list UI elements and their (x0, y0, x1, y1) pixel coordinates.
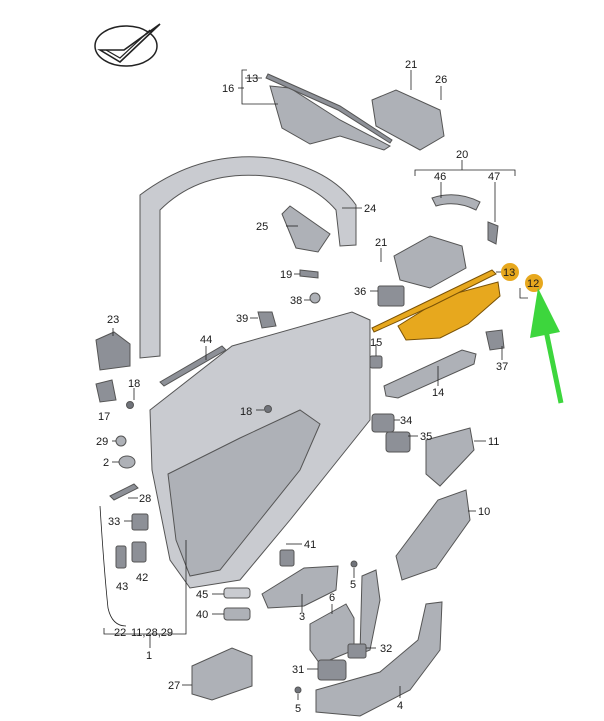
label-37: 37 (496, 361, 508, 373)
label-2: 2 (103, 457, 109, 469)
label-6: 6 (329, 592, 335, 604)
label-29: 29 (96, 436, 108, 448)
part-43-switch (115, 545, 127, 569)
part-19-screw (299, 269, 319, 279)
part-22-cable (99, 505, 127, 627)
part-28-strip (109, 483, 139, 501)
part-3-pocket (261, 565, 339, 609)
label-38: 38 (290, 295, 302, 307)
label-36: 36 (354, 286, 366, 298)
label-33: 33 (108, 516, 120, 528)
label-47: 47 (488, 171, 500, 183)
leader-lines (103, 69, 528, 700)
part-4-armrest (315, 601, 443, 717)
part-18-screw-a (126, 401, 134, 409)
highlight-circle-13 (501, 263, 519, 281)
label-39: 39 (236, 313, 248, 325)
part-33-switch (131, 513, 149, 531)
label-4: 4 (397, 700, 403, 712)
label-19: 19 (280, 269, 292, 281)
part-27-module (191, 647, 253, 701)
part-5-screw-b (294, 686, 302, 694)
label-13a: 13 (246, 73, 258, 85)
part-37-cap (485, 329, 505, 351)
part-2-clip (118, 455, 136, 469)
part-31-switch (317, 659, 347, 681)
part-5-screw-a (350, 560, 358, 568)
label-15: 15 (370, 337, 382, 349)
part-11-grille (425, 427, 475, 487)
label-44: 44 (200, 334, 212, 346)
label-24: 24 (364, 203, 376, 215)
label-27: 27 (168, 680, 180, 692)
label-34: 34 (400, 415, 412, 427)
part-armrest-strip (359, 569, 381, 655)
part-32-switch (347, 643, 367, 659)
part-25-bracket (281, 205, 331, 253)
label-25: 25 (256, 221, 268, 233)
part-29-cap (115, 435, 127, 447)
part-16-window-trim (269, 85, 391, 151)
label-23: 23 (107, 314, 119, 326)
part-41-clip (279, 549, 295, 567)
label-31: 31 (292, 664, 304, 676)
part-47-clip (487, 221, 499, 245)
part-14-strip (383, 349, 477, 399)
label-45: 45 (196, 589, 208, 601)
label-32: 32 (380, 643, 392, 655)
part-40-trim (223, 607, 251, 621)
label-12: 12 (527, 278, 539, 290)
part-bracket-mid (393, 235, 467, 289)
label-35: 35 (420, 431, 432, 443)
green-arrow-icon (530, 288, 564, 404)
label-21a: 21 (405, 59, 417, 71)
label-40: 40 (196, 609, 208, 621)
part-34-switch (371, 413, 395, 433)
label-5b: 5 (295, 703, 301, 715)
label-22-sub: 11,28,29 (131, 627, 173, 639)
part-bracket-top (371, 89, 445, 151)
part-15-clip (369, 355, 383, 369)
label-26: 26 (435, 74, 447, 86)
label-20: 20 (456, 149, 468, 161)
label-22: 22 (114, 627, 126, 639)
label-28: 28 (139, 493, 151, 505)
part-46-handle (431, 194, 481, 211)
part-45-trim (223, 587, 251, 599)
label-3: 3 (299, 611, 305, 623)
label-21b: 21 (375, 237, 387, 249)
label-46: 46 (434, 171, 446, 183)
part-13-strip-highlight (371, 269, 497, 333)
highlight-circle-12 (525, 274, 543, 292)
part-17-bracket (95, 379, 117, 403)
label-14: 14 (432, 387, 444, 399)
label-11: 11 (488, 436, 499, 448)
label-18b: 18 (240, 406, 252, 418)
part-door-panel-inner (167, 409, 321, 577)
label-13b: 13 (503, 267, 515, 279)
part-23-cover (95, 331, 131, 371)
part-10-grille (395, 489, 471, 581)
part-18-screw-b (264, 405, 272, 413)
label-16: 16 (222, 83, 234, 95)
label-1: 1 (146, 650, 152, 662)
part-35-switch (385, 431, 411, 453)
part-13-seal-strip (265, 73, 393, 144)
part-36-switch (377, 285, 405, 307)
label-43: 43 (116, 581, 128, 593)
label-18a: 18 (128, 378, 140, 390)
checkmark-logo-icon (94, 23, 161, 67)
label-17: 17 (98, 411, 110, 423)
label-41: 41 (304, 539, 316, 551)
part-24-pillar-trim (139, 156, 357, 359)
part-39-clip (257, 311, 277, 329)
part-44-strip (159, 345, 227, 387)
label-42: 42 (136, 572, 148, 584)
label-5a: 5 (350, 579, 356, 591)
callout-labels: 13 16 21 26 20 46 47 24 25 21 13 12 19 3… (96, 59, 539, 715)
label-10: 10 (478, 506, 490, 518)
part-38-clip (309, 292, 321, 304)
part-42-switch (131, 541, 147, 563)
